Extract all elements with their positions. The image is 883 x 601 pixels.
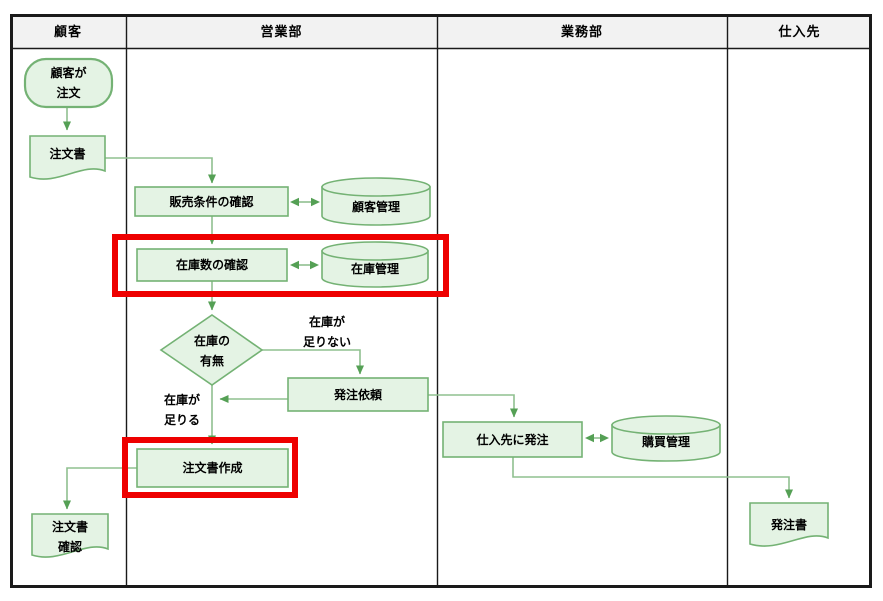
- edge-sales-check-customer-db: [290, 197, 320, 207]
- diagram-background: [13, 17, 870, 586]
- datastore-stock-db-body: [321, 250, 429, 288]
- datastore-purchase-db-body: [611, 424, 721, 462]
- process-create-order-doc: [136, 448, 289, 488]
- edge-order-request-to-supplier-order: [428, 394, 518, 418]
- edge-decision-insufficient-to-order-request: [262, 349, 364, 375]
- edge-order-doc-to-sales-check: [105, 157, 216, 184]
- outer-border: [10, 14, 872, 588]
- document-order-doc-confirm: [31, 513, 109, 558]
- edge-supplier-order-purchase-db: [585, 433, 609, 443]
- highlight-box-stock-check-row: [112, 234, 449, 297]
- process-order-to-supplier: [442, 421, 583, 458]
- datastore-stock-db-top: [321, 241, 429, 261]
- edge-stock-check-stock-db: [290, 260, 319, 270]
- lane-header-band: [11, 15, 871, 48]
- terminator-customer-order: [23, 57, 114, 109]
- edge-create-order-to-confirm: [63, 467, 137, 510]
- datastore-customer-db-top: [321, 177, 431, 197]
- edge-supplier-order-to-po-doc: [512, 457, 793, 499]
- process-order-request: [287, 377, 429, 412]
- process-sales-terms-check: [134, 186, 289, 217]
- highlight-box-create-order: [122, 437, 298, 498]
- document-purchase-order-doc: [749, 502, 829, 547]
- process-stock-qty-check: [136, 248, 288, 282]
- document-order-doc: [29, 135, 106, 180]
- decision-stock-availability: [159, 314, 264, 386]
- datastore-purchase-db-top: [611, 415, 721, 435]
- datastore-customer-db-body: [321, 186, 431, 226]
